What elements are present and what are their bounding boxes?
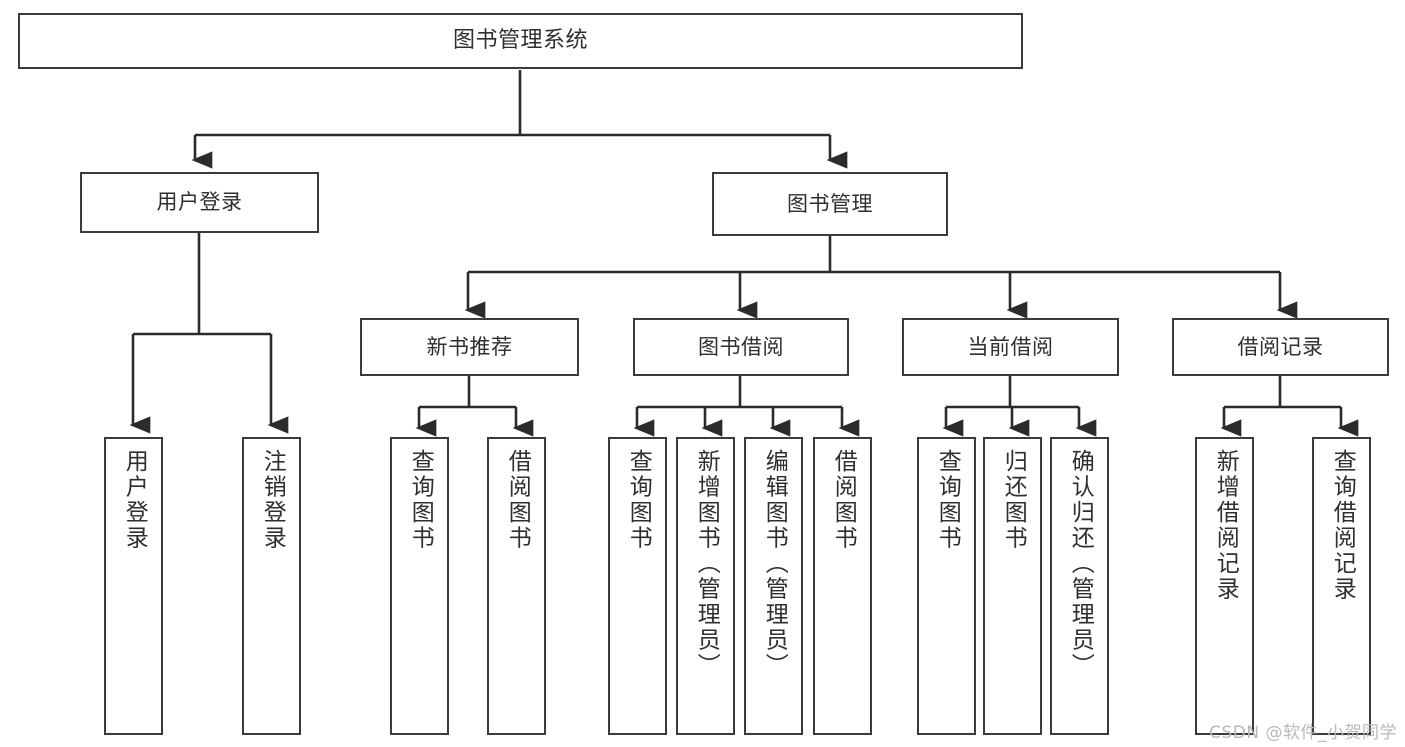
node-label: 查询图书 [407, 449, 434, 551]
node-label: 新增借阅记录 [1212, 449, 1239, 602]
node-label: 图书管理 [787, 191, 873, 216]
leaf-record-add-record[interactable]: 新增借阅记录 [1195, 437, 1254, 735]
node-label: 编辑图书（管理员） [761, 449, 788, 679]
leaf-current-query-book[interactable]: 查询图书 [917, 437, 976, 735]
leaf-new-book-query[interactable]: 查询图书 [390, 437, 449, 735]
leaf-user-login-logout[interactable]: 注销登录 [242, 437, 301, 735]
leaf-record-query-record[interactable]: 查询借阅记录 [1312, 437, 1371, 735]
node-label: 确认归还（管理员） [1067, 449, 1094, 679]
leaf-borrow-borrow-book[interactable]: 借阅图书 [813, 437, 872, 735]
node-book-management[interactable]: 图书管理 [712, 172, 948, 236]
node-label: 借阅记录 [1237, 334, 1324, 359]
node-new-book-recommend[interactable]: 新书推荐 [360, 318, 579, 376]
node-label: 图书管理系统 [452, 28, 588, 54]
node-current-borrow[interactable]: 当前借阅 [902, 318, 1119, 376]
node-label: 注销登录 [259, 449, 286, 551]
node-root-system[interactable]: 图书管理系统 [18, 13, 1023, 69]
leaf-current-confirm-return-admin[interactable]: 确认归还（管理员） [1050, 437, 1109, 735]
node-user-login[interactable]: 用户登录 [80, 172, 319, 233]
leaf-user-login-login[interactable]: 用户登录 [104, 437, 163, 735]
node-book-borrow[interactable]: 图书借阅 [633, 318, 849, 376]
leaf-borrow-edit-book-admin[interactable]: 编辑图书（管理员） [744, 437, 803, 735]
node-label: 当前借阅 [967, 334, 1054, 359]
leaf-borrow-query-book[interactable]: 查询图书 [608, 437, 667, 735]
node-label: 新增图书（管理员） [693, 449, 720, 679]
leaf-new-book-borrow[interactable]: 借阅图书 [487, 437, 546, 735]
node-label: 归还图书 [1000, 449, 1027, 551]
node-label: 查询图书 [934, 449, 961, 551]
node-borrow-record[interactable]: 借阅记录 [1172, 318, 1389, 376]
node-label: 图书借阅 [698, 334, 784, 359]
leaf-current-return-book[interactable]: 归还图书 [983, 437, 1042, 735]
node-label: 借阅图书 [830, 449, 857, 551]
node-label: 查询图书 [625, 449, 652, 551]
leaf-borrow-add-book-admin[interactable]: 新增图书（管理员） [676, 437, 735, 735]
node-label: 查询借阅记录 [1329, 449, 1356, 602]
node-label: 借阅图书 [504, 449, 531, 551]
csdn-watermark: CSDN @软件_小贺同学 [1209, 723, 1397, 743]
node-label: 用户登录 [121, 449, 148, 551]
node-label: 用户登录 [156, 190, 243, 215]
node-label: 新书推荐 [426, 334, 513, 359]
